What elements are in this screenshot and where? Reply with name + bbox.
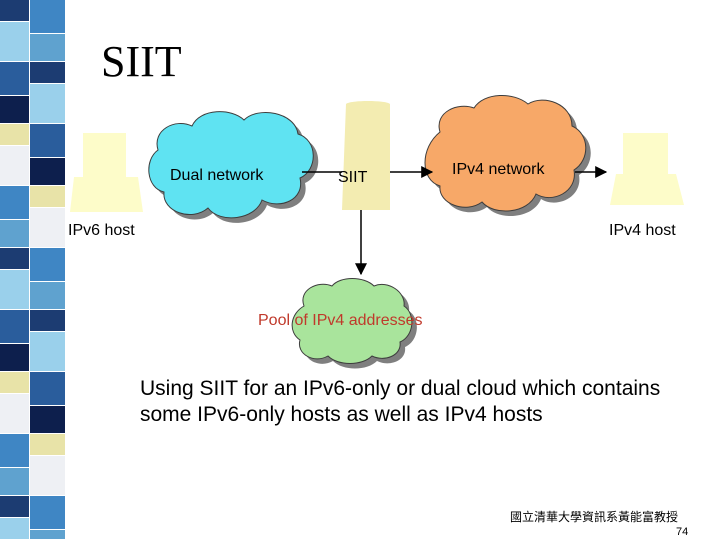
page-number: 74 <box>676 526 689 538</box>
slide-caption: Using SIIT for an IPv6-only or dual clou… <box>140 377 661 426</box>
slide-title: SIIT <box>101 37 182 86</box>
address-pool-cloud <box>291 278 417 369</box>
strip-tile <box>30 34 66 62</box>
strip-tile <box>0 270 30 310</box>
strip-tile <box>30 62 66 84</box>
strip-tile <box>0 468 30 496</box>
strip-tile <box>30 248 66 282</box>
ipv6-host-computer-icon <box>70 133 143 212</box>
strip-tile <box>30 158 66 186</box>
strip-tile <box>30 456 66 496</box>
strip-tile <box>30 434 66 456</box>
strip-tile <box>0 146 30 186</box>
strip-tile <box>0 372 30 394</box>
strip-tile <box>0 344 30 372</box>
siit-box-label: SIIT <box>338 169 368 186</box>
ipv4-host-computer-icon <box>610 133 684 205</box>
strip-tile <box>30 496 66 530</box>
strip-tile <box>0 496 30 518</box>
dual-network-cloud <box>148 111 319 223</box>
footer-text: 國立清華大學資訊系黃能富教授 <box>510 510 679 524</box>
strip-tile <box>0 220 30 248</box>
strip-tile <box>0 186 30 220</box>
strip-tile <box>30 186 66 208</box>
strip-tile <box>0 96 30 124</box>
address-pool-label: Pool of IPv4 addresses <box>258 312 423 329</box>
strip-tile <box>30 310 66 332</box>
strip-tile <box>0 22 30 62</box>
strip-tile <box>0 310 30 344</box>
decorative-side-strip <box>0 0 66 540</box>
siit-translator-box <box>342 101 390 210</box>
strip-tile <box>30 0 66 34</box>
ipv6-host-label: IPv6 host <box>68 222 135 239</box>
strip-tile <box>30 372 66 406</box>
ipv4-host-label: IPv4 host <box>609 222 676 239</box>
strip-tile <box>0 62 30 96</box>
strip-tile <box>0 394 30 434</box>
strip-tile <box>30 124 66 158</box>
strip-tile <box>30 84 66 124</box>
strip-tile <box>0 124 30 146</box>
ipv4-network-cloud <box>424 94 591 217</box>
strip-tile <box>0 434 30 468</box>
strip-tile <box>0 248 30 270</box>
strip-tile <box>30 332 66 372</box>
strip-tile <box>30 282 66 310</box>
strip-tile <box>30 208 66 248</box>
strip-tile <box>30 406 66 434</box>
ipv4-network-label: IPv4 network <box>452 161 545 178</box>
strip-tile <box>0 0 30 22</box>
dual-network-label: Dual network <box>170 167 264 184</box>
